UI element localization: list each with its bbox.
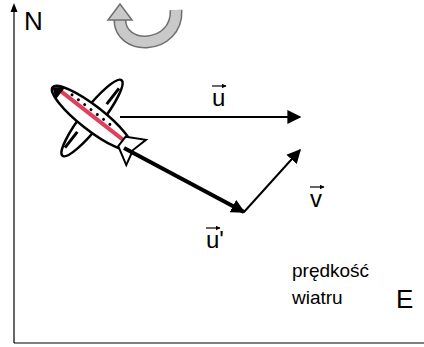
axis-label: N <box>24 8 43 34</box>
wind-label: prędkość wiatru <box>292 258 384 311</box>
vectors <box>120 117 300 212</box>
vector-label: u <box>212 86 225 110</box>
vector-accents <box>206 86 324 228</box>
vector-label: u' <box>206 228 224 252</box>
rotation-arrow <box>108 4 176 42</box>
axes <box>11 3 424 343</box>
vector-label: v <box>310 187 322 211</box>
axis-label: E <box>396 286 413 312</box>
